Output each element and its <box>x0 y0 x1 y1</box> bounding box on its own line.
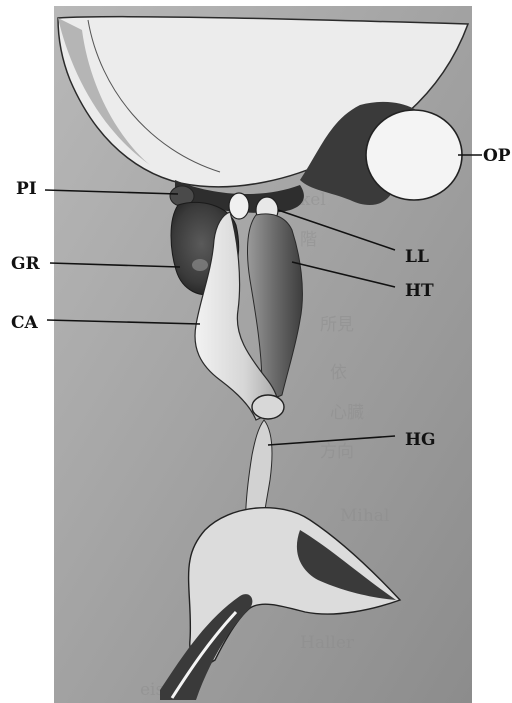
svg-text:Haller: Haller <box>300 633 355 653</box>
label-gr: GR <box>11 254 41 274</box>
svg-text:階: 階 <box>300 230 317 250</box>
pi-tube-bulb <box>229 193 249 219</box>
ganglion-highlight <box>192 259 208 271</box>
label-ll: LL <box>405 247 429 267</box>
svg-text:所見: 所見 <box>320 315 354 335</box>
label-ca: CA <box>11 313 39 333</box>
svg-text:kel: kel <box>300 190 326 210</box>
svg-text:方向: 方向 <box>320 442 354 462</box>
label-pi: PI <box>16 179 37 199</box>
caudal-artery-cut-end <box>252 395 284 419</box>
label-op: OP <box>483 146 511 166</box>
label-ht: HT <box>405 281 434 301</box>
optic-vesicle <box>366 110 462 200</box>
svg-text:Mihal: Mihal <box>340 506 389 526</box>
label-hg: HG <box>405 430 436 450</box>
svg-text:心臓: 心臓 <box>330 403 364 423</box>
svg-text:依: 依 <box>330 363 347 383</box>
